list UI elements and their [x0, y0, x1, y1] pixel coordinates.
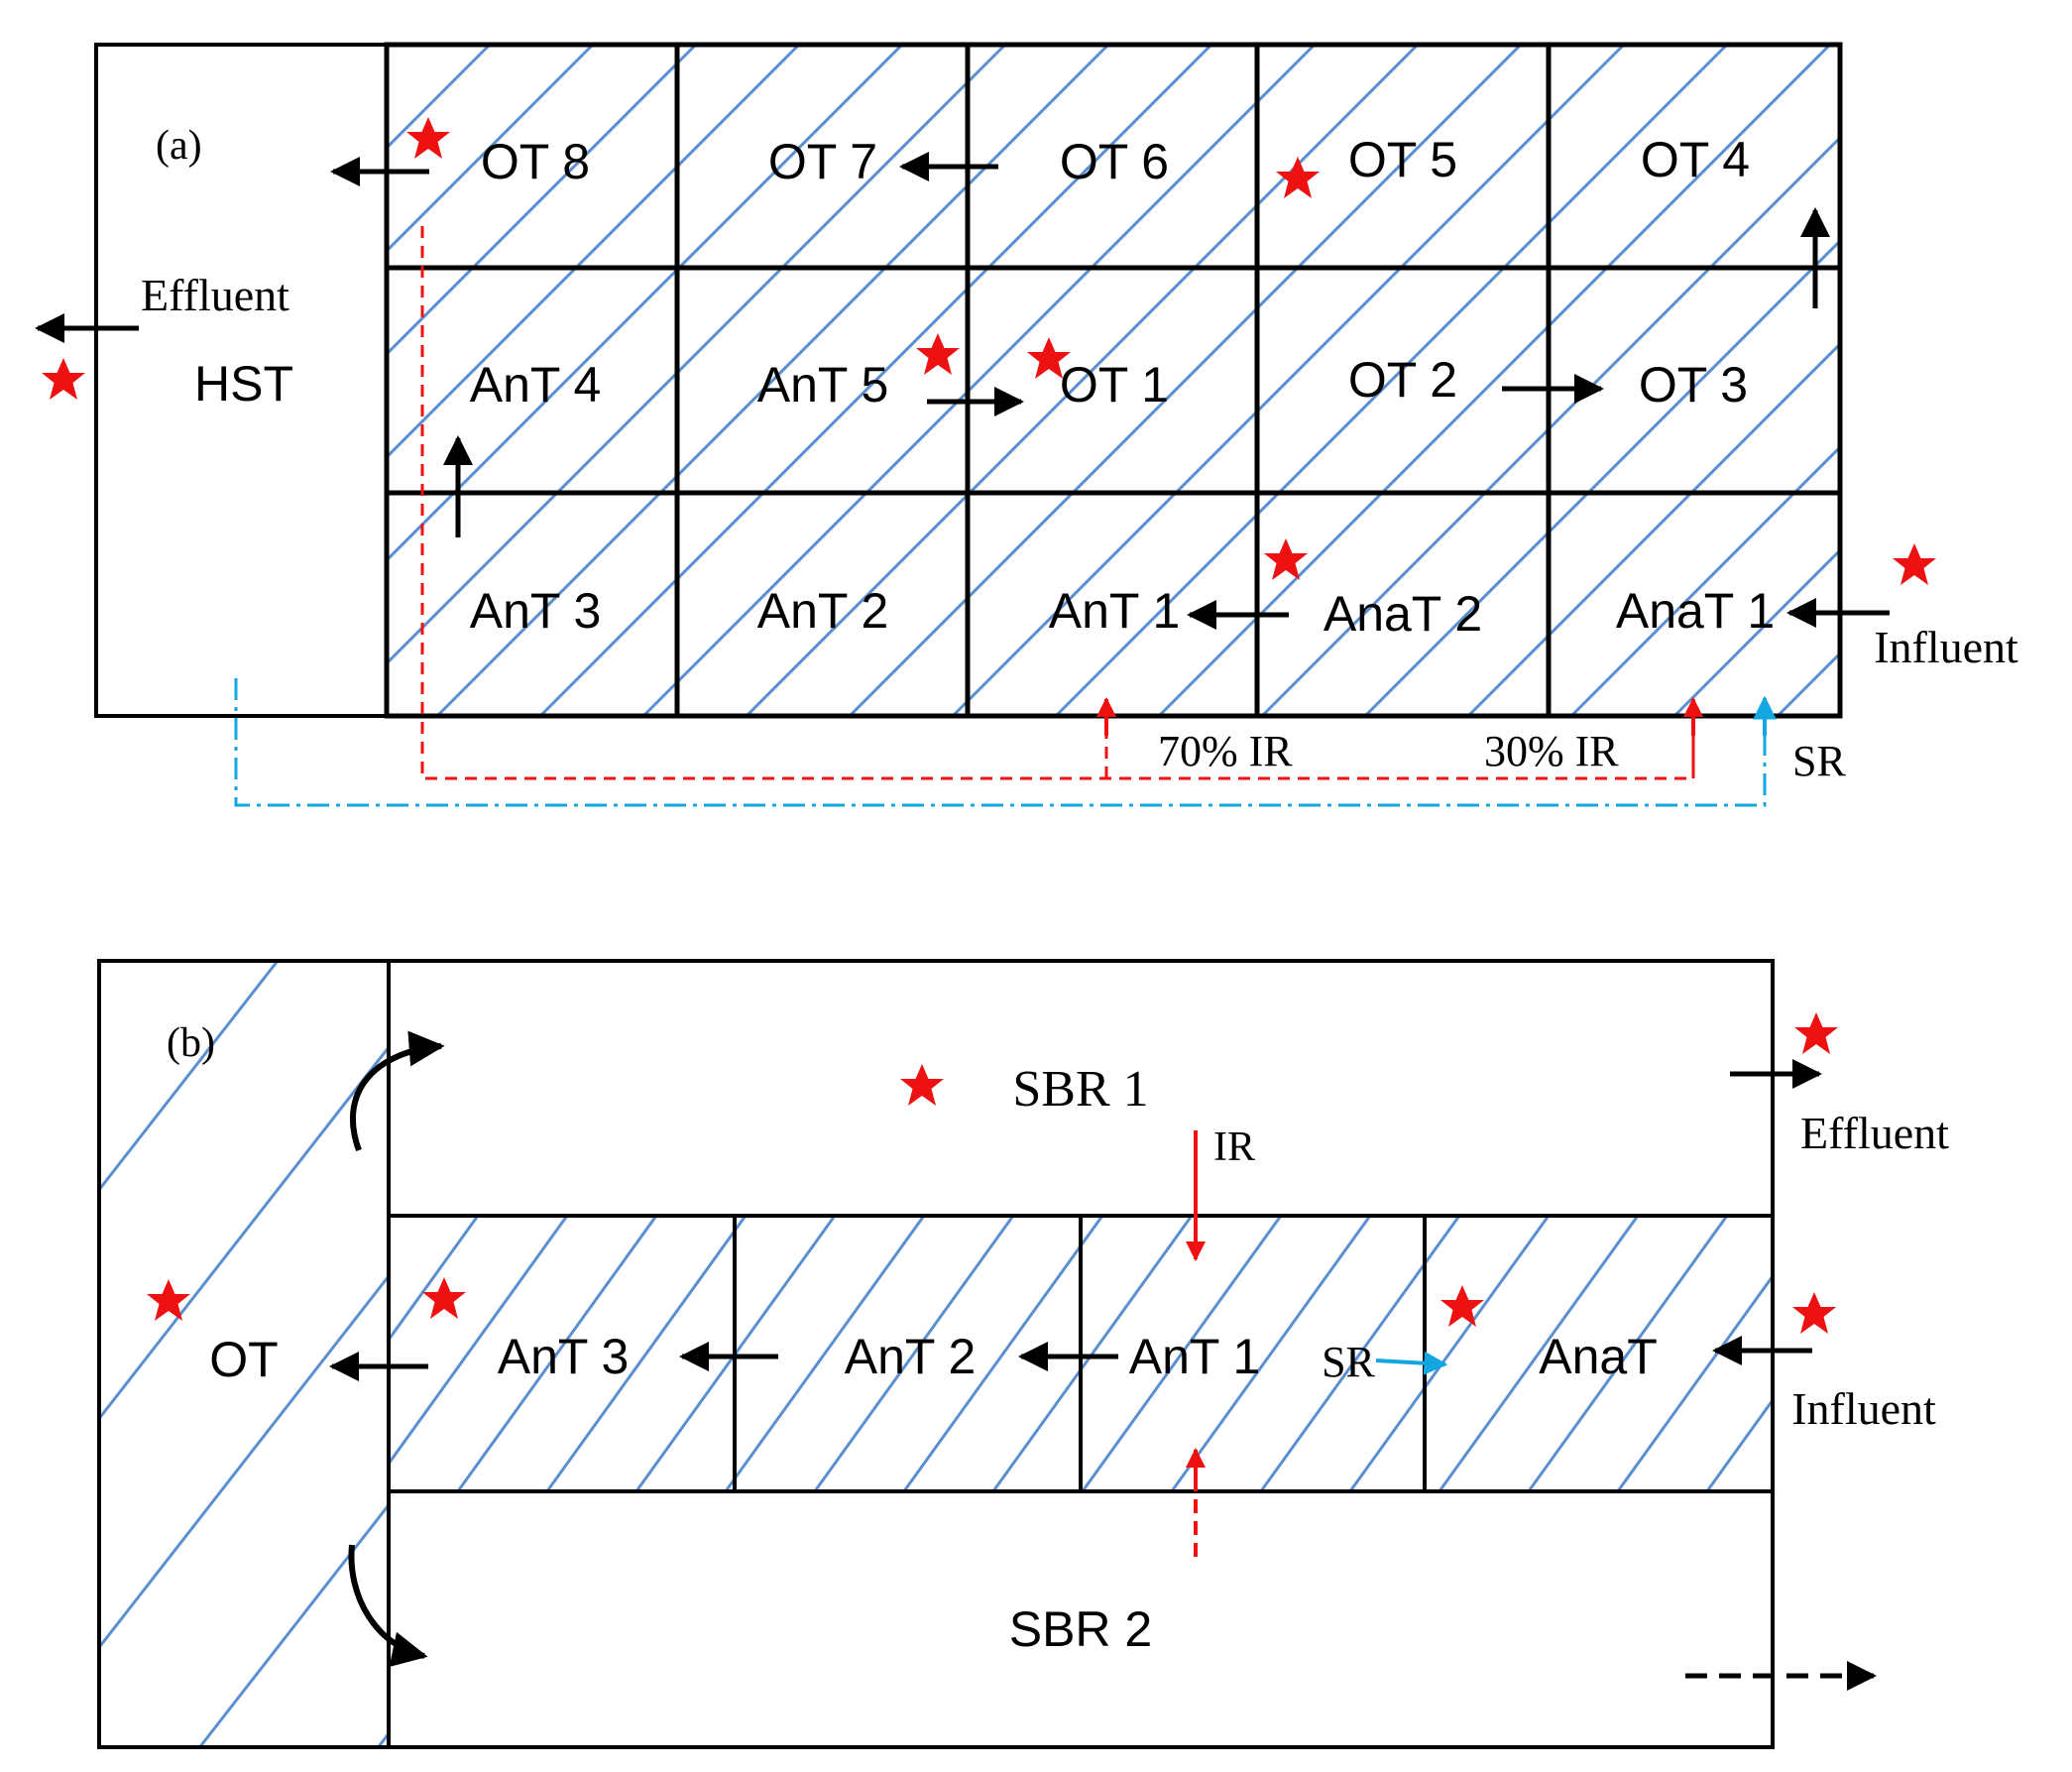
- effluent-label-a: Effluent: [141, 270, 289, 320]
- sbr2-label: SBR 2: [1009, 1601, 1153, 1657]
- hatch-line: [848, 45, 1523, 716]
- hatch-panel-a: [387, 45, 2072, 716]
- hatch-line: [813, 1216, 1015, 1491]
- ot7-label: OT 7: [768, 134, 877, 189]
- hatch-line: [1348, 1216, 1551, 1491]
- sr-arrow-b: [1375, 1351, 1448, 1375]
- ot5-label: OT 5: [1348, 132, 1457, 187]
- ant3-label: AnT 3: [470, 583, 602, 639]
- hatch-line: [545, 1216, 748, 1491]
- sample-star-sbr1: [900, 1064, 944, 1106]
- sample-star-anat-b: [1440, 1285, 1484, 1327]
- hst-label: HST: [194, 356, 293, 412]
- hatch-line: [991, 1216, 1194, 1491]
- ir-label-b: IR: [1213, 1124, 1255, 1170]
- sample-star-influent-b: [1792, 1292, 1836, 1334]
- hatch-line: [387, 45, 904, 563]
- hatch-line: [198, 1502, 389, 1747]
- hatch-ot-column: [99, 961, 389, 1747]
- hatch-line: [641, 45, 1317, 716]
- ot8-label: OT 8: [481, 134, 590, 189]
- sample-star-ant5: [916, 333, 960, 375]
- hatch-line: [99, 1044, 389, 1421]
- hatch-line: [1886, 1216, 2072, 1491]
- hatch-line: [99, 961, 101, 964]
- ir-recycle-line: [420, 226, 1693, 780]
- ot-label-b: OT: [209, 1332, 278, 1387]
- transfer-arrow-ot-sbr2: [348, 1544, 428, 1667]
- sample-star-influent: [1893, 543, 1936, 585]
- effluent-label-b: Effluent: [1800, 1108, 1949, 1158]
- ant2-label-b: AnT 2: [845, 1329, 977, 1384]
- sr-label-a: SR: [1792, 737, 1846, 785]
- hatch-line: [1466, 341, 1840, 716]
- hatch-line: [435, 45, 1110, 716]
- hatch-line: [1705, 1397, 1773, 1491]
- hatch-line: [456, 1216, 658, 1491]
- influent-label-a: Influent: [1874, 622, 2018, 672]
- ant5-label: AnT 5: [757, 357, 889, 413]
- hatch-tank-row: [389, 1216, 2072, 1491]
- hatch-line: [724, 1216, 926, 1491]
- ir30-label: 30% IR: [1484, 727, 1619, 775]
- hatch-line: [902, 1216, 1104, 1491]
- sample-star-effluent: [42, 358, 85, 400]
- hatch-line: [1984, 45, 2072, 716]
- hatch-line: [951, 45, 1626, 716]
- sample-star-effluent-b: [1794, 1012, 1838, 1054]
- sample-star-ot5: [1276, 157, 1320, 198]
- ant1-label: AnT 1: [1049, 583, 1181, 639]
- hatch-line: [99, 1273, 389, 1650]
- ant4-label: AnT 4: [470, 357, 602, 413]
- hatch-line: [387, 45, 595, 254]
- ant1-label-b: AnT 1: [1129, 1329, 1261, 1384]
- hatch-line: [538, 45, 1213, 716]
- hatch-line: [99, 961, 280, 1193]
- hatch-line: [389, 1216, 480, 1343]
- hatch-line: [1881, 45, 2072, 716]
- sbr1-label: SBR 1: [1012, 1061, 1148, 1118]
- sr-recycle-line: [234, 678, 1767, 807]
- hatch-line: [1527, 1216, 1729, 1491]
- anat1-label: AnaT 1: [1616, 583, 1775, 639]
- hatch-line: [1796, 1216, 1995, 1491]
- hatch-line: [1569, 444, 1840, 716]
- hatch-line: [1157, 45, 1832, 716]
- ot6-label: OT 6: [1060, 134, 1169, 189]
- ant3-label-b: AnT 3: [498, 1329, 630, 1384]
- transfer-arrow-ot-sbr1: [350, 1030, 445, 1152]
- hatch-line: [387, 45, 698, 357]
- hatch-line: [387, 45, 801, 460]
- hatch-line: [1672, 547, 1840, 716]
- hatch-line: [745, 45, 1420, 716]
- ot4-label: OT 4: [1641, 132, 1750, 187]
- ot1-label: OT 1: [1060, 357, 1169, 413]
- hatch-line: [387, 45, 1007, 666]
- hatch-line: [389, 1216, 569, 1467]
- influent-label-b: Influent: [1791, 1383, 1936, 1434]
- ot3-label: OT 3: [1639, 357, 1748, 413]
- panel-b: (b) SBR 1 SBR 2 OT AnT 3 AnT 2 AnT 1 Ana…: [97, 959, 2072, 1749]
- sr-label-b: SR: [1322, 1338, 1375, 1386]
- panel-a: (a) HST OT 8 OT 7 OT 6 OT 5 OT 4 AnT 4 A…: [35, 42, 2072, 807]
- panel-a-label: (a): [156, 123, 202, 169]
- anat2-label: AnaT 2: [1324, 586, 1482, 642]
- anat-label-b: AnaT: [1539, 1329, 1658, 1384]
- sample-star-ot-b: [147, 1279, 190, 1321]
- ir70-label: 70% IR: [1158, 727, 1293, 775]
- hatch-line: [1081, 1216, 1283, 1491]
- hatch-line: [1170, 1216, 1372, 1491]
- ant2-label: AnT 2: [757, 583, 889, 639]
- hatch-line: [1438, 1216, 1640, 1491]
- panel-b-label: (b): [167, 1020, 215, 1066]
- hatch-line: [1054, 45, 1729, 716]
- ot2-label: OT 2: [1348, 352, 1457, 408]
- hatch-line: [1363, 238, 1840, 716]
